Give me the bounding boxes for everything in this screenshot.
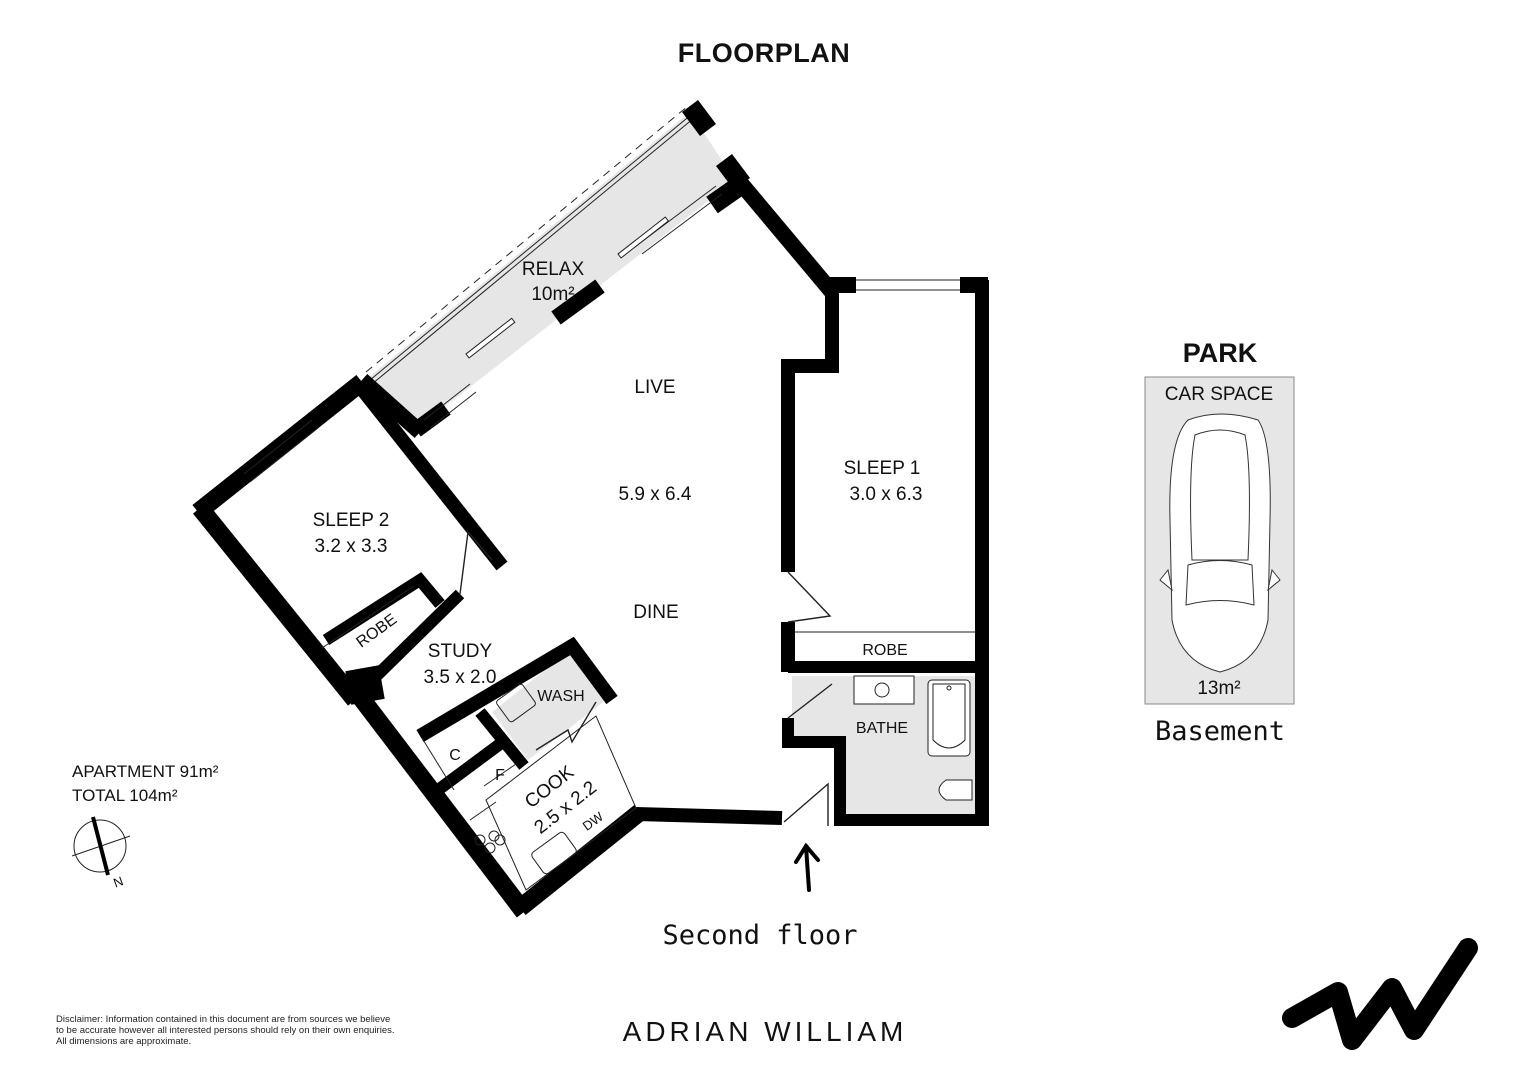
- relax-balcony-area: [368, 112, 735, 430]
- car-space-area: 13m²: [1197, 678, 1240, 699]
- arrow-up-icon: [794, 842, 820, 892]
- apartment-area: APARTMENT 91m²: [72, 762, 219, 781]
- disclaimer-line: Disclaimer: Information contained in thi…: [56, 1014, 391, 1025]
- parking-level: Basement: [1154, 716, 1286, 747]
- room-relax-name: RELAX: [522, 259, 585, 280]
- room-live-dine-size: 5.9 x 6.4: [619, 484, 692, 505]
- robe-sleep1-label: ROBE: [862, 642, 907, 659]
- page-title: FLOORPLAN: [677, 38, 851, 68]
- north-compass-icon: N: [71, 816, 131, 891]
- room-study-name: STUDY: [428, 641, 493, 662]
- sleep2-door: [459, 530, 493, 595]
- total-area: TOTAL 104m²: [72, 786, 178, 805]
- room-study-size: 3.5 x 2.0: [424, 667, 497, 688]
- room-live-name: LIVE: [634, 377, 675, 398]
- car-space-label: CAR SPACE: [1165, 384, 1273, 405]
- room-relax-size: 10m²: [531, 284, 574, 305]
- floor-caption: Second floor: [662, 920, 858, 951]
- entry-door: [783, 782, 829, 826]
- disclaimer-line: All dimensions are approximate.: [56, 1036, 192, 1047]
- car-icon: [1159, 413, 1281, 673]
- fridge-label: F: [495, 767, 505, 784]
- room-sleep2-name: SLEEP 2: [313, 510, 390, 531]
- disclaimer: Disclaimer: Information contained in thi…: [56, 1014, 395, 1047]
- disclaimer-line: to be accurate however all interested pe…: [56, 1025, 395, 1036]
- adrian-william-logo-icon: [1282, 938, 1478, 1050]
- room-dine-name: DINE: [633, 602, 678, 623]
- park-title: PARK: [1182, 338, 1258, 368]
- walls: [192, 100, 989, 918]
- room-sleep2-size: 3.2 x 3.3: [315, 536, 388, 557]
- brand-name: ADRIAN WILLIAM: [622, 1016, 908, 1047]
- wash-area: [492, 652, 606, 760]
- room-bathe-name: BATHE: [856, 720, 908, 737]
- room-sleep1-name: SLEEP 1: [844, 458, 921, 479]
- dishwasher-label: DW: [580, 808, 607, 833]
- room-sleep1-size: 3.0 x 6.3: [850, 484, 923, 505]
- area-summary: APARTMENT 91m² TOTAL 104m²: [72, 760, 218, 808]
- sleep1-door: [787, 571, 832, 623]
- cupboard-label: C: [449, 747, 461, 764]
- bathe-door: [787, 683, 833, 719]
- room-wash-name: WASH: [537, 688, 584, 705]
- compass-north-label: N: [111, 873, 125, 890]
